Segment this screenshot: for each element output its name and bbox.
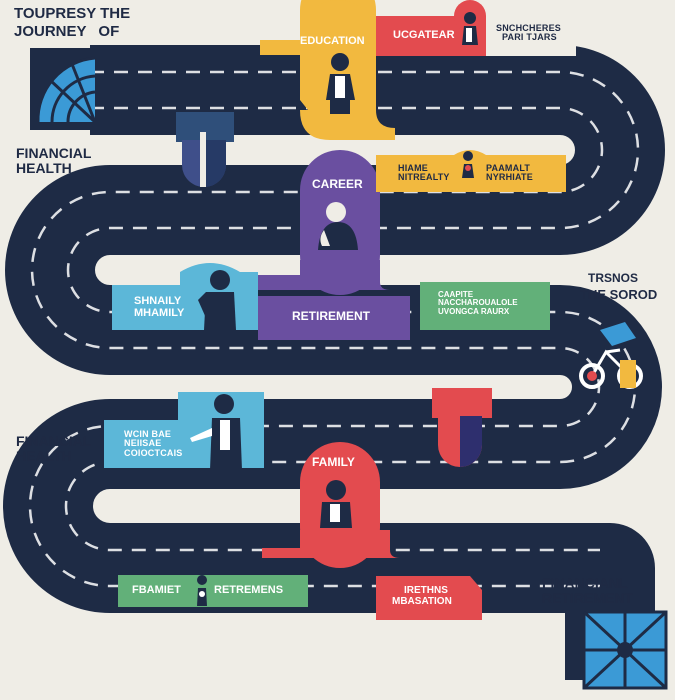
shnaily-text: SHNAILY MHAMILY <box>134 295 185 319</box>
person-icon <box>462 151 474 178</box>
person-icon <box>190 394 242 470</box>
text-line: WCIN BAE <box>124 429 172 439</box>
label-line: HEALTH <box>16 159 72 176</box>
shield-icon <box>432 388 492 467</box>
text-line: IRETHNS <box>404 585 448 596</box>
fbamet-bar <box>118 575 308 607</box>
gauge-icon <box>30 48 97 130</box>
fbamet-label: FBAMIET <box>132 584 181 596</box>
caapite-text: CAAPITE NACCHAROUALOLE UVONGCA RAURX <box>438 290 518 316</box>
financial-health-label-2: FINANCIAL HEALTH <box>16 434 91 463</box>
text-line: HIAME <box>398 163 428 173</box>
pramalt-text: PAAMALT NYRHIATE <box>486 163 533 183</box>
label-line: HEALTH <box>16 447 72 464</box>
bicycle-icon <box>579 322 643 389</box>
wcin-bae-text: WCIN BAE NEIISAE COIOCTCAIS <box>124 429 183 458</box>
text-line: NYRHIATE <box>486 172 533 183</box>
text-line: PARI TJARS <box>502 32 557 43</box>
label-line: FINANCIANL <box>542 575 628 591</box>
label-line: RETIREMENT <box>542 589 633 606</box>
hiame-text: HIAME NITREALTY <box>398 163 450 183</box>
iretns-tab <box>376 576 482 620</box>
person-icon <box>462 12 478 45</box>
text-line: CAAPITE <box>438 290 474 299</box>
retirement-label: RETIREMENT <box>292 309 370 323</box>
trsnos-label: TRSNOS <box>588 271 639 285</box>
label-line: FINANCIAL <box>16 145 92 161</box>
person-icon <box>197 575 207 606</box>
text-line: NEIISAE <box>124 438 162 449</box>
the-sorod-label: THE SOROD <box>580 287 658 302</box>
ucgatear-label: UCGATEAR <box>393 29 455 41</box>
header-line1: TOUPRESY THE <box>14 5 131 22</box>
career-label: CAREER <box>312 177 363 191</box>
family-label: FAMILY <box>312 455 355 469</box>
header-line2: JOURNEY OF <box>14 24 119 40</box>
retremens-label: RETREMENS <box>214 584 284 596</box>
caapite-panel <box>420 282 550 330</box>
header-line2a: JOURNEY <box>14 23 87 40</box>
text-line: MBASATION <box>392 595 452 607</box>
education-label: EDUCATION <box>300 35 365 47</box>
family-milestone <box>262 442 400 568</box>
financial-health-label-1: FINANCIAL HEALTH <box>16 146 91 175</box>
text-line: COIOCTCAIS <box>124 447 183 458</box>
text-line: MHAMILY <box>134 306 185 319</box>
text-line: NITREALTY <box>398 172 450 183</box>
shnaily-panel <box>112 263 258 330</box>
financial-retirement-label: FINANCIANL RETIREMENT <box>542 576 633 605</box>
hiame-banner <box>376 150 566 192</box>
person-icon <box>198 270 236 330</box>
label-line: FINANCIAL <box>16 433 92 449</box>
text-line: UVONGCA RAURX <box>438 306 510 316</box>
person-icon <box>320 480 352 528</box>
retirement-box <box>258 296 410 340</box>
text-line: SHNAILY <box>134 295 182 307</box>
grid-tile-icon <box>582 610 668 690</box>
career-milestone <box>258 150 390 295</box>
ucgatear-banner <box>376 0 576 56</box>
person-icon <box>326 53 355 114</box>
text-line: PAAMALT <box>486 163 531 173</box>
wcin-bae-panel <box>104 392 264 470</box>
text-line: SNCHCHERES <box>496 23 562 33</box>
shield-icon <box>176 112 234 187</box>
person-icon <box>318 202 358 250</box>
iretns-text: IRETHNS MBASATION <box>392 585 452 607</box>
header-line2b: OF <box>98 23 120 40</box>
text-line: NACCHAROUALOLE <box>438 298 518 308</box>
education-milestone <box>260 0 396 140</box>
sncheres-text: SNCHCHERES PARI TJARS <box>496 23 562 43</box>
